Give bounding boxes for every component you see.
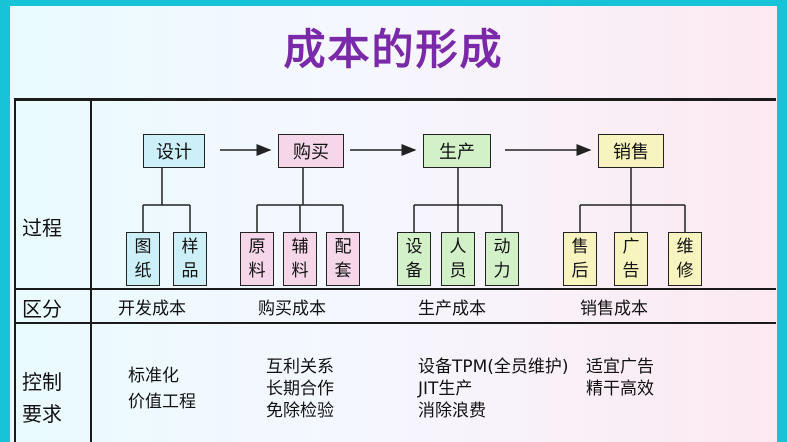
- page-title: 成本的形成: [283, 25, 504, 74]
- item-drawings: 图纸: [126, 232, 160, 286]
- control-purchase-1: 互利关系: [266, 357, 334, 377]
- slide-background: [10, 6, 777, 442]
- item-char-1: 告: [622, 261, 640, 281]
- item-char-0: 广: [622, 237, 640, 257]
- row-divider-process: [14, 288, 776, 290]
- stage-production: 生产: [423, 134, 491, 168]
- item-personnel: 人员: [441, 232, 475, 286]
- control-purchase-3: 免除检验: [266, 401, 334, 421]
- item-char-0: 人: [449, 237, 467, 257]
- stage-purchase: 购买: [278, 134, 344, 168]
- control-purchase: 互利关系 长期合作 免除检验: [266, 356, 334, 422]
- row-label-category: 区分: [22, 297, 62, 321]
- control-production-2: JIT生产: [418, 379, 473, 399]
- item-raw-material: 原料: [240, 232, 274, 286]
- control-purchase-2: 长期合作: [266, 379, 334, 399]
- item-equipment: 设备: [397, 232, 431, 286]
- category-sales-cost: 销售成本: [580, 299, 648, 319]
- item-maintenance: 维修: [668, 232, 702, 286]
- item-char-1: 备: [405, 261, 423, 281]
- item-char-0: 样: [181, 237, 199, 257]
- control-design-1: 标准化: [128, 366, 179, 386]
- item-char-0: 原: [248, 237, 266, 257]
- item-auxiliary-material: 辅料: [283, 232, 317, 286]
- item-char-1: 料: [248, 261, 266, 281]
- item-char-1: 修: [676, 261, 694, 281]
- item-power: 动力: [485, 232, 519, 286]
- row-label-control-1: 控制: [22, 370, 62, 394]
- control-production-3: 消除浪费: [418, 401, 486, 421]
- item-char-0: 售: [571, 237, 589, 257]
- item-advertising: 广告: [614, 232, 648, 286]
- control-sales: 适宜广告 精干高效: [586, 356, 654, 400]
- category-development-cost: 开发成本: [118, 299, 186, 319]
- category-purchase-cost: 购买成本: [258, 299, 326, 319]
- item-char-1: 后: [571, 261, 589, 281]
- item-char-1: 力: [493, 261, 511, 281]
- control-design-2: 价值工程: [128, 392, 196, 412]
- control-production-1: 设备TPM(全员维护): [418, 357, 569, 377]
- item-char-0: 配: [334, 237, 352, 257]
- item-char-1: 纸: [134, 261, 152, 281]
- item-supporting-parts: 配套: [326, 232, 360, 286]
- row-label-control-2: 要求: [22, 402, 62, 426]
- control-sales-1: 适宜广告: [586, 357, 654, 377]
- diagram-frame: [14, 98, 776, 442]
- item-char-0: 动: [493, 237, 511, 257]
- item-char-0: 设: [405, 237, 423, 257]
- item-samples: 样品: [173, 232, 207, 286]
- row-label-process: 过程: [22, 216, 62, 240]
- stage-sales: 销售: [598, 134, 664, 168]
- item-after-sales: 售后: [563, 232, 597, 286]
- item-char-1: 品: [181, 261, 199, 281]
- control-design: 标准化 价值工程: [128, 365, 196, 413]
- item-char-0: 维: [676, 237, 694, 257]
- category-production-cost: 生产成本: [418, 299, 486, 319]
- row-divider-category: [14, 322, 776, 324]
- control-production: 设备TPM(全员维护) JIT生产 消除浪费: [418, 356, 569, 422]
- item-char-1: 料: [291, 261, 309, 281]
- item-char-1: 套: [334, 261, 352, 281]
- item-char-1: 员: [449, 261, 467, 281]
- label-column-divider: [90, 98, 92, 442]
- item-char-0: 辅: [291, 237, 309, 257]
- control-sales-2: 精干高效: [586, 379, 654, 399]
- item-char-0: 图: [134, 237, 152, 257]
- stage-design: 设计: [143, 134, 205, 168]
